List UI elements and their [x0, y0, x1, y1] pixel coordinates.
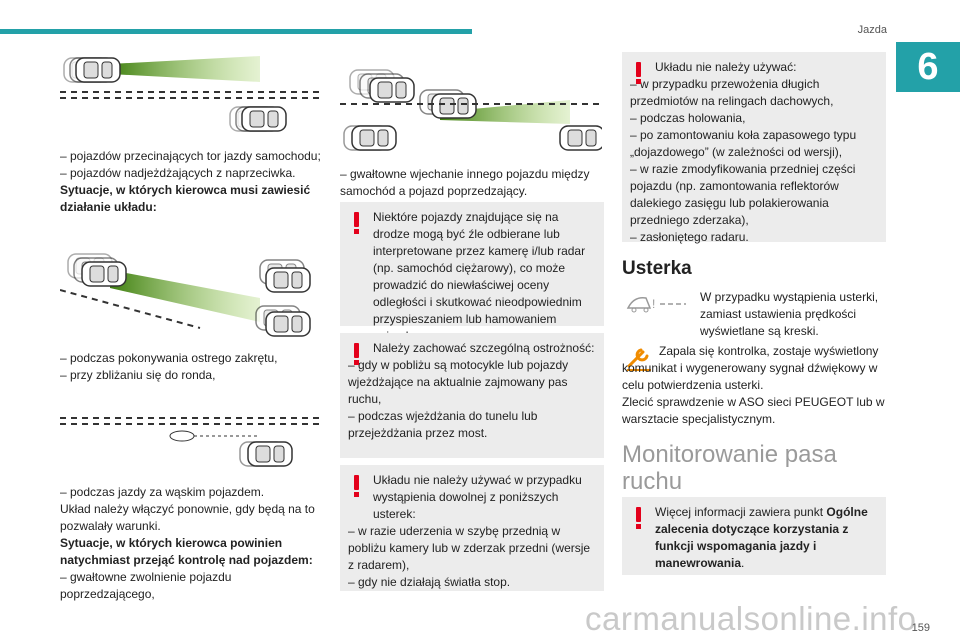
warning-exclamation-icon [354, 343, 359, 365]
heading-lane-monitoring: Monitorowanie pasa ruchu [622, 441, 837, 495]
figure-narrow-vehicle [60, 417, 322, 467]
figure-oncoming-cars [60, 56, 322, 132]
chapter-badge: 6 [896, 42, 960, 92]
warning-exclamation-icon [636, 62, 641, 84]
fault-text2: Zapala się kontrolka, zostaje wyświetlon… [622, 344, 885, 426]
page-number: 159 [911, 622, 930, 634]
section-title: Jazda [857, 24, 887, 36]
speed-display-icon: ! [626, 296, 686, 313]
warning-exclamation-icon [354, 475, 359, 497]
col1-text2: – podczas pokonywania ostrego zakrętu, –… [60, 351, 278, 382]
svg-text:!: ! [652, 297, 655, 311]
col1-text3: – podczas jazdy za wąskim pojazdem. Ukła… [60, 485, 315, 601]
warning-box-caution: Należy zachować szczególną ostrożność: –… [340, 333, 604, 458]
col1-text1: – pojazdów przecinających tor jazdy samo… [60, 149, 321, 214]
warning-box-failures: Układu nie należy używać w przypadku wys… [340, 465, 604, 591]
figure-sharp-bend [60, 253, 311, 337]
warning-box-more-info: Więcej informacji zawiera punkt Ogólne z… [622, 497, 886, 575]
warning-exclamation-icon [636, 507, 641, 529]
figure-cut-in [340, 69, 602, 151]
watermark: carmanualsonline.info [585, 600, 917, 637]
warning-box-do-not-use: Układu nie należy używać: – w przypadku … [622, 52, 886, 244]
warning-exclamation-icon [354, 212, 359, 234]
fault-text1: W przypadku wystąpienia usterki, zamiast… [700, 290, 879, 338]
col2-text1: – gwałtowne wjechanie innego pojazdu mię… [340, 167, 590, 198]
wrench-warning-icon [627, 348, 651, 371]
header-accent-bar [0, 29, 472, 34]
heading-fault: Usterka [622, 258, 692, 279]
warning-box-detection: Niektóre pojazdy znajdujące się na drodz… [340, 202, 604, 343]
